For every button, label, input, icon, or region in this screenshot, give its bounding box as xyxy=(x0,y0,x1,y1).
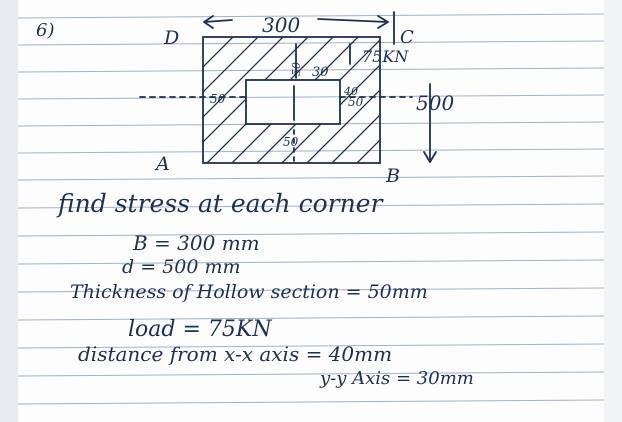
note-line-load: load = 75KN xyxy=(128,317,272,342)
offset-y-label: 30 xyxy=(312,65,329,80)
page-edge-shadow xyxy=(604,0,622,422)
width-arrow-left xyxy=(203,15,233,29)
inner-rectangle xyxy=(245,79,341,125)
corner-label-c: C xyxy=(400,27,414,48)
note-line-distance-y: y-y Axis = 30mm xyxy=(319,368,474,389)
right-thickness-label: 50 xyxy=(348,95,364,109)
outer-rectangle xyxy=(202,36,381,164)
corner-label-b: B xyxy=(385,165,400,187)
offset-x-label: 40 xyxy=(343,85,358,98)
left-thickness-label: 50 xyxy=(210,92,226,106)
note-line-breadth: B = 300 mm xyxy=(132,231,260,255)
width-arrow-right xyxy=(317,15,389,29)
page-binding-shadow xyxy=(0,0,18,422)
corner-label-a: A xyxy=(154,153,170,175)
note-line-find-stress: find stress at each corner xyxy=(56,189,385,218)
corner-label-d: D xyxy=(163,27,179,49)
bottom-thickness-label: 50 xyxy=(283,135,299,149)
note-line-depth: d = 500 mm xyxy=(122,256,241,278)
hollow-section-figure: 300 D C A B 500 50 50 50 50 75KN 30 40 xyxy=(139,11,454,187)
note-line-thickness: Thickness of Hollow section = 50mm xyxy=(70,281,428,303)
ruled-lines xyxy=(17,13,605,405)
depth-dimension: 500 xyxy=(416,91,454,115)
width-dimension: 300 xyxy=(262,13,300,37)
note-line-distance-x: distance from x-x axis = 40mm xyxy=(78,342,392,366)
question-number: 6) xyxy=(36,20,54,41)
depth-arrowhead xyxy=(423,151,437,163)
handwritten-notes: find stress at each corner B = 300 mm d … xyxy=(56,189,474,389)
load-label: 75KN xyxy=(362,47,409,66)
